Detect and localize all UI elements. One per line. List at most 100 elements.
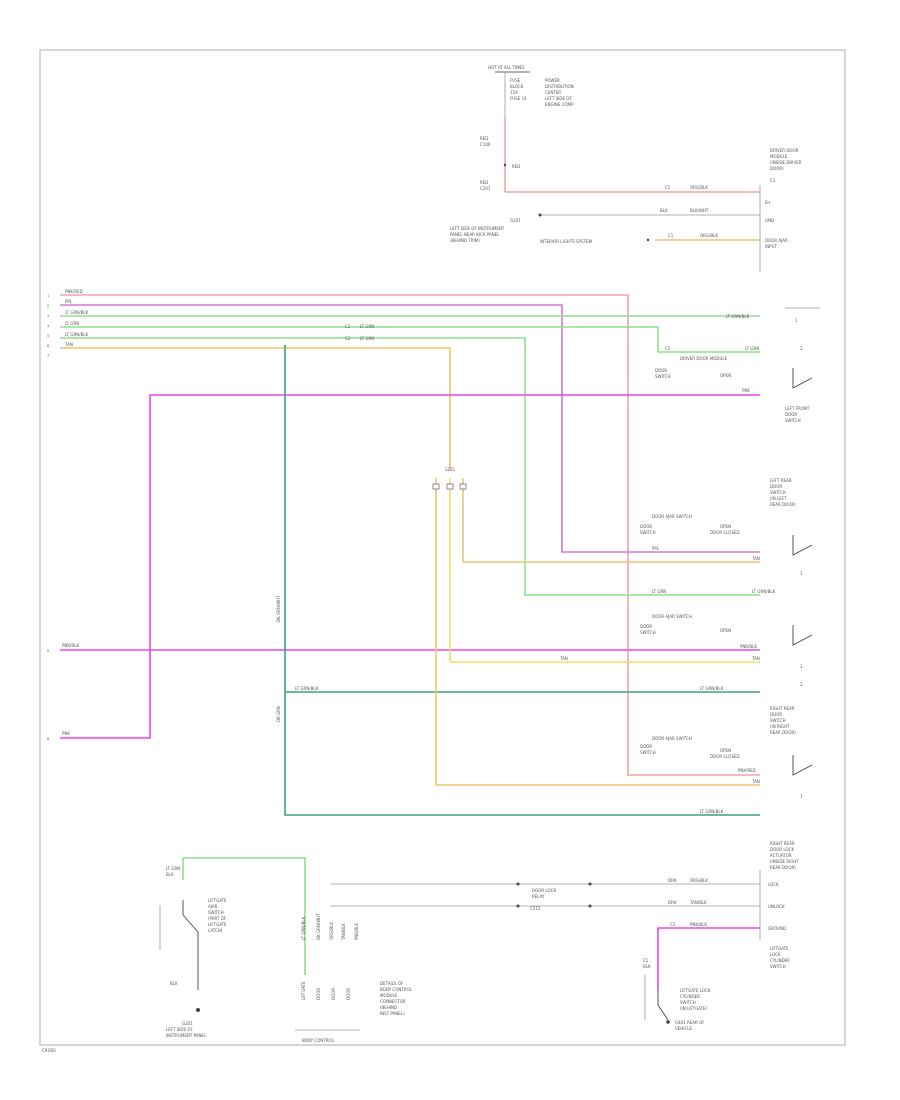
svg-text:DOOR LOCK: DOOR LOCK xyxy=(770,847,794,852)
svg-text:3: 3 xyxy=(47,314,49,318)
svg-text:1: 1 xyxy=(800,571,803,576)
svg-text:CENTER: CENTER xyxy=(545,90,561,95)
svg-text:2: 2 xyxy=(800,682,803,687)
svg-text:(PART OF: (PART OF xyxy=(208,916,227,921)
svg-text:DOOR: DOOR xyxy=(770,484,782,489)
svg-text:PNK/BLK: PNK/BLK xyxy=(740,644,757,649)
hot-at-all-times-label: HOT AT ALL TIMES xyxy=(488,65,525,70)
svg-text:LT GRN: LT GRN xyxy=(745,346,759,351)
svg-text:C1: C1 xyxy=(668,233,674,238)
svg-text:OPEN: OPEN xyxy=(720,748,731,753)
svg-text:BLK: BLK xyxy=(660,208,668,213)
svg-text:LT GRN: LT GRN xyxy=(652,589,666,594)
svg-text:C1: C1 xyxy=(665,185,671,190)
svg-text:DRK: DRK xyxy=(668,900,677,905)
wire-label-tan: TAN xyxy=(64,342,73,347)
fuse-block-group: HOT AT ALL TIMES FUSE BLOCK 15A FUSE 14 … xyxy=(480,65,760,193)
svg-text:LT GRN/BLK: LT GRN/BLK xyxy=(295,686,319,691)
svg-text:(BEHIND TRIM): (BEHIND TRIM) xyxy=(450,238,480,243)
left-front-switch: LT GRN/BLK 1 C1 DRIVER DOOR MODULE LT GR… xyxy=(655,307,820,423)
right-rear-switch: RIGHT REAR DOOR SWITCH (IN RIGHT REAR DO… xyxy=(640,706,813,799)
svg-text:DOOR: DOOR xyxy=(640,524,652,529)
svg-text:C201: C201 xyxy=(480,186,491,191)
svg-text:1: 1 xyxy=(800,664,803,669)
svg-text:DOOR: DOOR xyxy=(770,712,782,717)
svg-text:LT GRN/BLK: LT GRN/BLK xyxy=(700,686,724,691)
svg-text:REAR DOOR): REAR DOOR) xyxy=(770,865,796,870)
svg-text:ORG/BLK: ORG/BLK xyxy=(700,233,718,238)
svg-text:ORG/BLK: ORG/BLK xyxy=(690,185,708,190)
svg-text:(IN LIFTGATE): (IN LIFTGATE) xyxy=(680,1006,708,1011)
svg-text:DOOR): DOOR) xyxy=(770,166,784,171)
svg-text:BLK/WHT: BLK/WHT xyxy=(690,208,709,213)
svg-text:DK GRN/WHT: DK GRN/WHT xyxy=(316,913,321,940)
svg-text:C100: C100 xyxy=(480,142,491,147)
svg-text:BODY CONTROL: BODY CONTROL xyxy=(380,987,413,992)
svg-text:INST PANEL): INST PANEL) xyxy=(380,1011,405,1016)
wire-label-lt-grn: LT GRN xyxy=(65,321,79,326)
svg-text:PNK/BLK: PNK/BLK xyxy=(690,922,707,927)
svg-text:LOCK: LOCK xyxy=(768,882,779,887)
svg-text:SWITCH: SWITCH xyxy=(655,374,671,379)
door-lock-relay: DOOR LOCK RELAY C215 DRK ORG/BLK DRK TAN… xyxy=(330,878,760,911)
svg-text:OPEN: OPEN xyxy=(720,628,731,633)
svg-text:DRK: DRK xyxy=(668,878,677,883)
svg-text:DK GRN: DK GRN xyxy=(276,706,281,722)
svg-text:LIFTGATE: LIFTGATE xyxy=(301,981,306,1000)
page-number: CROSS xyxy=(42,1048,56,1053)
svg-text:C1: C1 xyxy=(665,346,671,351)
splice-s221: S221 xyxy=(432,467,467,785)
svg-text:BLK: BLK xyxy=(170,981,178,986)
svg-text:LEFT SIDE OF INSTRUMENT: LEFT SIDE OF INSTRUMENT xyxy=(450,226,505,231)
svg-text:FUSE: FUSE xyxy=(510,78,521,83)
svg-text:LIFTGATE: LIFTGATE xyxy=(208,922,227,927)
svg-text:LT GRN: LT GRN xyxy=(166,866,180,871)
door-module-box: DRIVER DOOR MODULE (INSIDE DRIVER DOOR) … xyxy=(759,148,802,272)
svg-text:1: 1 xyxy=(795,318,798,323)
body-control-module: BODY CONTROL LT GRN/BLK DK GRN/WHT ORG/B… xyxy=(295,913,413,1043)
svg-text:SWITCH: SWITCH xyxy=(640,750,656,755)
svg-text:PNK/BLK: PNK/BLK xyxy=(354,923,359,940)
svg-text:DOOR AJAR SWITCH: DOOR AJAR SWITCH xyxy=(652,736,692,741)
svg-text:RELAY: RELAY xyxy=(532,894,545,899)
svg-text:SWITCH: SWITCH xyxy=(770,490,786,495)
svg-text:DOOR: DOOR xyxy=(331,988,336,1000)
wire-label-ppl: PPL xyxy=(65,299,73,304)
right-front-switch: DOOR AJAR SWITCH DOOR SWITCH OPEN PNK/BL… xyxy=(559,614,813,687)
svg-text:LT GRN: LT GRN xyxy=(360,324,374,329)
svg-text:CYLINDER: CYLINDER xyxy=(680,994,700,999)
svg-text:DOOR CLOSED: DOOR CLOSED xyxy=(710,530,740,535)
svg-text:TAN: TAN xyxy=(559,656,568,661)
svg-text:LT GRN/BLK: LT GRN/BLK xyxy=(65,332,89,337)
svg-text:DRIVER DOOR MODULE: DRIVER DOOR MODULE xyxy=(680,356,728,361)
svg-text:REAR DOOR): REAR DOOR) xyxy=(770,730,796,735)
svg-text:C1: C1 xyxy=(345,324,351,329)
svg-text:ORG/BLK: ORG/BLK xyxy=(329,922,334,940)
svg-text:C1: C1 xyxy=(643,958,649,963)
left-rear-switch: LEFT REAR DOOR SWITCH (IN LEFT REAR DOOR… xyxy=(640,478,813,594)
svg-text:RED: RED xyxy=(480,180,488,185)
svg-text:TAN: TAN xyxy=(751,779,760,784)
svg-text:C2: C2 xyxy=(345,336,351,341)
svg-text:2: 2 xyxy=(47,304,49,308)
svg-text:15A: 15A xyxy=(510,90,518,95)
svg-text:LIFTGATE: LIFTGATE xyxy=(208,898,227,903)
svg-text:MODULE: MODULE xyxy=(770,154,788,159)
svg-text:DOOR LOCK: DOOR LOCK xyxy=(532,888,556,893)
svg-text:DOOR AJAR SWITCH: DOOR AJAR SWITCH xyxy=(652,514,692,519)
svg-text:OPEN: OPEN xyxy=(720,524,731,529)
svg-text:CYLINDER: CYLINDER xyxy=(770,958,790,963)
svg-text:BODY CONTROL: BODY CONTROL xyxy=(302,1038,335,1043)
svg-text:S221: S221 xyxy=(445,467,456,472)
svg-text:G201: G201 xyxy=(510,218,521,223)
svg-text:G401 REAR OF: G401 REAR OF xyxy=(675,1020,705,1025)
svg-text:SWITCH: SWITCH xyxy=(680,1000,696,1005)
svg-text:REAR DOOR): REAR DOOR) xyxy=(770,502,796,507)
svg-text:DISTRIBUTION: DISTRIBUTION xyxy=(545,84,574,89)
svg-text:INSTRUMENT PANEL: INSTRUMENT PANEL xyxy=(166,1033,207,1038)
svg-text:DOOR: DOOR xyxy=(640,744,652,749)
svg-text:DOOR CLOSED: DOOR CLOSED xyxy=(710,754,740,759)
svg-text:(INSIDE RIGHT: (INSIDE RIGHT xyxy=(770,859,799,864)
svg-text:BLK: BLK xyxy=(643,964,651,969)
